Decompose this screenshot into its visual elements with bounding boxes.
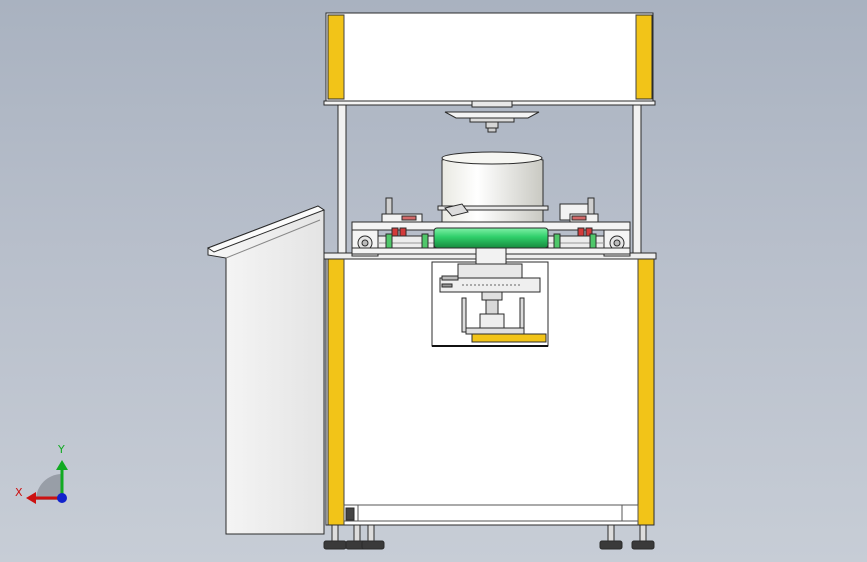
canopy-panel: [325, 12, 654, 102]
coordinate-triad: [26, 460, 68, 504]
centre-column: [431, 247, 549, 347]
cabinet-left-yellow-post: [327, 258, 345, 526]
press-disc: [444, 100, 540, 133]
canopy-right-yellow-post: [635, 14, 653, 100]
drum-container: [437, 151, 549, 223]
right-column: [632, 104, 642, 256]
operator-console: [206, 205, 326, 535]
top-canopy: [323, 12, 656, 106]
y-axis-label: Y: [58, 443, 65, 456]
green-roller: [433, 227, 549, 249]
leveling-feet: [323, 507, 655, 550]
canopy-left-yellow-post: [327, 14, 345, 100]
x-axis-label: X: [15, 486, 23, 499]
left-column: [337, 104, 347, 256]
cabinet-right-yellow-post: [637, 258, 655, 526]
z-axis-dot: [57, 493, 67, 503]
